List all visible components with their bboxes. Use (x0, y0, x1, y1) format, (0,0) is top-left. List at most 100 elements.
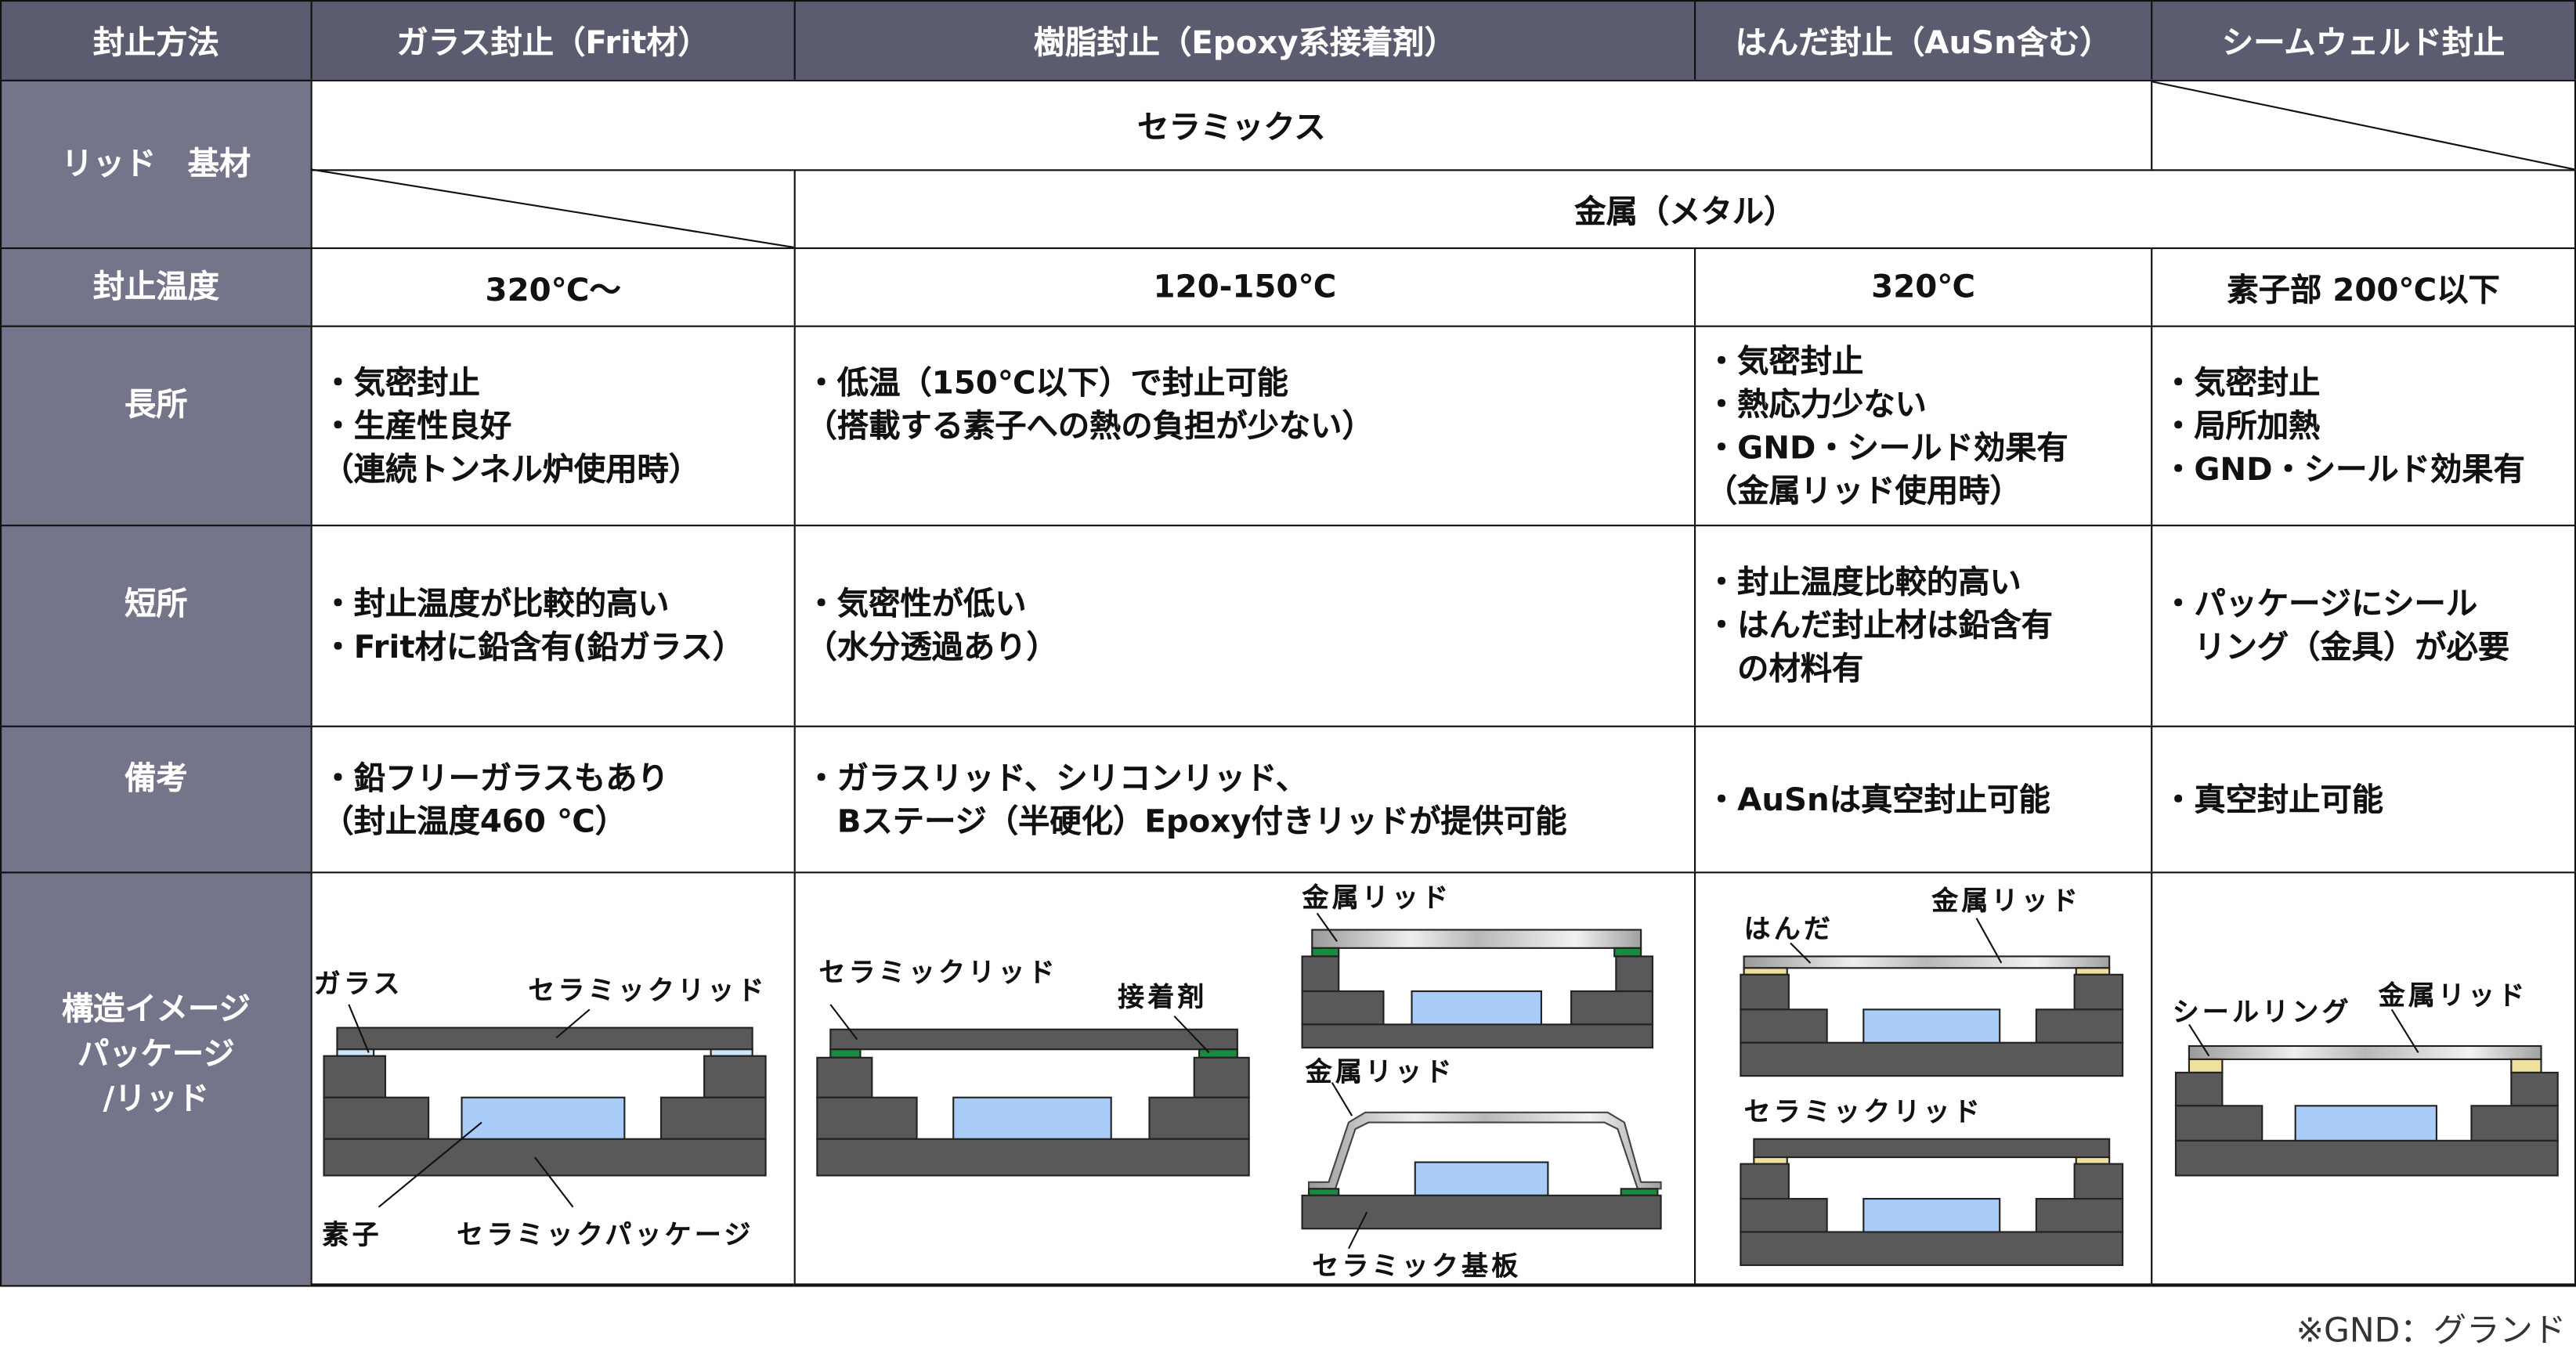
die (1862, 1008, 2001, 1044)
header-seam: シームウェルド封止 (2151, 0, 2576, 81)
package-wall (2073, 973, 2124, 1011)
temp-resin: 120-150℃ (793, 247, 1696, 327)
package-wall (2510, 1071, 2559, 1107)
pros-seam: ・気密封止 ・局所加熱 ・GND・シールド効果有 (2151, 325, 2576, 527)
label-glass-pkg: セラミックパッケージ (457, 1218, 754, 1250)
package-step (1301, 990, 1385, 1026)
package-wall (1301, 955, 1340, 993)
leader-line (1790, 942, 1812, 964)
metal-lid (1743, 955, 2111, 969)
package-wall (703, 1055, 767, 1098)
notes-resin: ・ガラスリッド、シリコンリッド、 Bステージ（半硬化）Epoxy付きリッドが提供… (793, 725, 1696, 874)
ceramic-lid (336, 1026, 753, 1051)
die (1414, 1161, 1549, 1196)
temp-solder: 320℃ (1694, 247, 2153, 327)
label-resin-substrate: セラミック基板 (1312, 1250, 1522, 1282)
package-step (1148, 1096, 1250, 1140)
label-resin-lid: セラミックリッド (818, 956, 1058, 988)
cons-seam: ・パッケージにシール リング（金具）が必要 (2151, 525, 2576, 727)
temp-glass: 320℃～ (310, 247, 796, 327)
row-label-lid: リッド 基材 (0, 79, 313, 250)
die (1411, 990, 1542, 1026)
cons-resin: ・気密性が低い （水分透過あり） (793, 525, 1696, 727)
na-slash-glass-metal (310, 168, 794, 249)
ceramic-lid (1753, 1138, 2111, 1159)
package-wall (1193, 1056, 1250, 1098)
label-seam-metal-lid: 金属リッド (2378, 979, 2528, 1012)
row-label-structure: 構造イメージ パッケージ /リッド (0, 871, 313, 1287)
row-label-temp: 封止温度 (0, 247, 313, 327)
leader-line (1347, 1211, 1368, 1250)
pros-resin: ・低温（150℃以下）で封止可能 （搭載する素子への熱の負担が少ない） (793, 325, 1696, 527)
label-seam-ring: シールリング (2172, 996, 2352, 1028)
label-resin-metal-lid-1: 金属リッド (1302, 882, 1452, 914)
package-base (1740, 1041, 2124, 1077)
package-step (2174, 1105, 2263, 1142)
die (1862, 1198, 2001, 1233)
solder (1753, 1156, 1788, 1165)
leader-line (2188, 1023, 2210, 1057)
label-glass-frit: ガラス (313, 968, 403, 1000)
die (461, 1096, 626, 1140)
package-base (1740, 1231, 2124, 1266)
cons-solder: ・封止温度比較的高い ・はんだ封止材は鉛含有 の材料有 (1694, 525, 2153, 727)
package-wall (1615, 955, 1654, 993)
label-glass-lid: セラミックリッド (528, 974, 768, 1007)
pros-glass: ・気密封止 ・生産性良好 （連続トンネル炉使用時） (310, 325, 796, 527)
row-label-pros: 長所 (0, 325, 313, 527)
ceramic-lid (829, 1028, 1238, 1051)
na-slash-seam-ceramic (2150, 80, 2575, 171)
label-resin-adhesive: 接着剤 (1118, 981, 1208, 1013)
ceramic-substrate (1301, 1194, 1662, 1230)
row-label-notes: 備考 (0, 725, 313, 874)
solder (1743, 967, 1788, 976)
package-base (2174, 1139, 2559, 1177)
seal-ring (2188, 1058, 2224, 1073)
adhesive (1613, 947, 1642, 958)
leader-line (555, 1008, 591, 1039)
row-label-cons: 短所 (0, 525, 313, 727)
leader-line (348, 1004, 370, 1053)
notes-seam: ・真空封止可能 (2151, 725, 2576, 874)
leader-line (1975, 918, 2003, 964)
adhesive (1307, 1188, 1340, 1196)
label-solder-metal-lid: 金属リッド (1931, 885, 2082, 917)
leader-line (1331, 1082, 1353, 1116)
package-wall (2073, 1163, 2124, 1200)
package-wall (816, 1056, 873, 1098)
header-method: 封止方法 (0, 0, 313, 81)
label-solder-solder: はんだ (1743, 913, 1834, 945)
cons-glass: ・封止温度が比較的高い ・Frit材に鉛含有(鉛ガラス） (310, 525, 796, 727)
adhesive (1620, 1188, 1659, 1196)
leader-line (1316, 912, 1338, 942)
package-step (2035, 1008, 2124, 1044)
label-solder-ceramic-lid: セラミックリッド (1743, 1095, 1984, 1127)
package-step (659, 1096, 767, 1140)
label-resin-metal-lid-2: 金属リッド (1305, 1055, 1455, 1088)
leader-line (2390, 1008, 2419, 1054)
leader-line (533, 1156, 574, 1208)
metal-lid (2188, 1044, 2542, 1061)
metal-cap-lid (1307, 1111, 1662, 1190)
package-wall (1740, 1163, 1790, 1200)
leader-line (378, 1121, 482, 1208)
glass-frit (710, 1048, 753, 1057)
leader-line (1173, 1015, 1210, 1054)
header-solder: はんだ封止（AuSn含む） (1694, 0, 2153, 81)
adhesive (1198, 1048, 1238, 1059)
package-wall (2174, 1071, 2224, 1107)
package-step (323, 1096, 430, 1140)
solder (2075, 1156, 2111, 1165)
lid-ceramic: セラミックス (310, 79, 2153, 171)
package-step (1740, 1008, 1828, 1044)
metal-lid (1311, 929, 1642, 949)
package-step (816, 1096, 918, 1140)
header-resin: 樹脂封止（Epoxy系接着剤） (793, 0, 1696, 81)
adhesive (1311, 947, 1340, 958)
package-step (1740, 1198, 1828, 1233)
package-wall (323, 1055, 387, 1098)
seal-ring (2510, 1058, 2542, 1073)
leader-line (829, 1004, 858, 1041)
package-base (1301, 1023, 1654, 1049)
